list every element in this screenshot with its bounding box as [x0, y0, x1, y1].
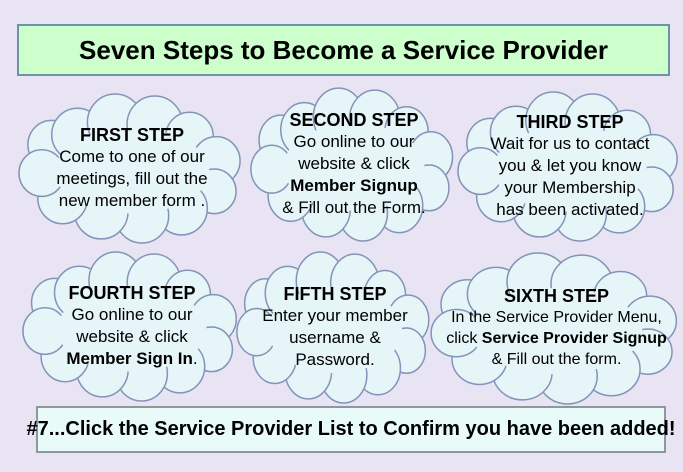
- footer-banner: #7...Click the Service Provider List to …: [26, 406, 676, 453]
- cloud-shape: [430, 251, 683, 405]
- cloud-step-6-text: SIXTH STEP In the Service Provider Menu,…: [430, 251, 683, 405]
- title-banner: Seven Steps to Become a Service Provider: [17, 24, 670, 76]
- cloud-step-3-heading: THIRD STEP: [516, 112, 624, 132]
- cloud-shape: [22, 250, 242, 402]
- cloud-step-6-heading: SIXTH STEP: [503, 286, 610, 306]
- cloud-step-4-heading: FOURTH STEP: [68, 283, 196, 303]
- cloud-shape: [236, 250, 434, 404]
- cloud-shape: [250, 86, 458, 242]
- page-title: Seven Steps to Become a Service Provider: [79, 34, 608, 65]
- cloud-step-2-heading: SECOND STEP: [289, 110, 419, 130]
- cloud-step-6: SIXTH STEP In the Service Provider Menu,…: [430, 251, 683, 405]
- cloud-step-1-heading: FIRST STEP: [79, 125, 184, 145]
- cloud-shape: [18, 92, 246, 244]
- cloud-shape: [457, 90, 683, 242]
- cloud-step-5-heading: FIFTH STEP: [283, 284, 387, 304]
- footer-step-7-text: #7...Click the Service Provider List to …: [26, 418, 676, 440]
- cloud-step-6-body: In the Service Provider Menu,click Servi…: [446, 309, 667, 368]
